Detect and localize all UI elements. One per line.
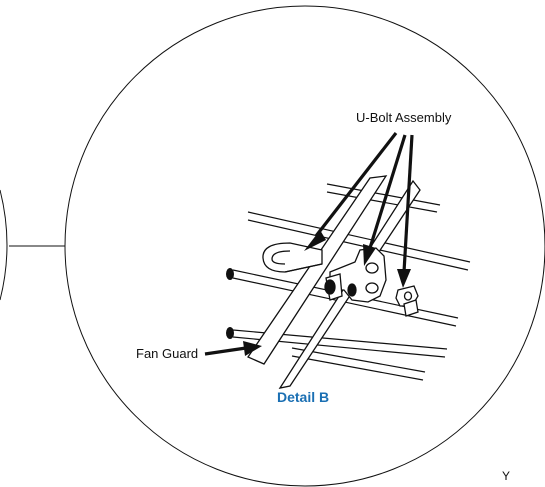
adjacent-detail-circle <box>0 189 8 301</box>
detail-b-label: Detail B <box>277 389 329 405</box>
fan-guard-label: Fan Guard <box>136 346 198 361</box>
u-bolt-callout-arrows <box>304 132 414 288</box>
u-bolt-assembly-label: U-Bolt Assembly <box>356 110 452 125</box>
wire-bolt-heads <box>226 268 234 339</box>
clamp-assembly <box>324 247 387 303</box>
nut-assembly <box>395 285 419 317</box>
fan-guard-callout-arrow <box>204 341 262 356</box>
corner-mark: Y <box>502 469 510 483</box>
u-bolt-left <box>262 242 323 273</box>
